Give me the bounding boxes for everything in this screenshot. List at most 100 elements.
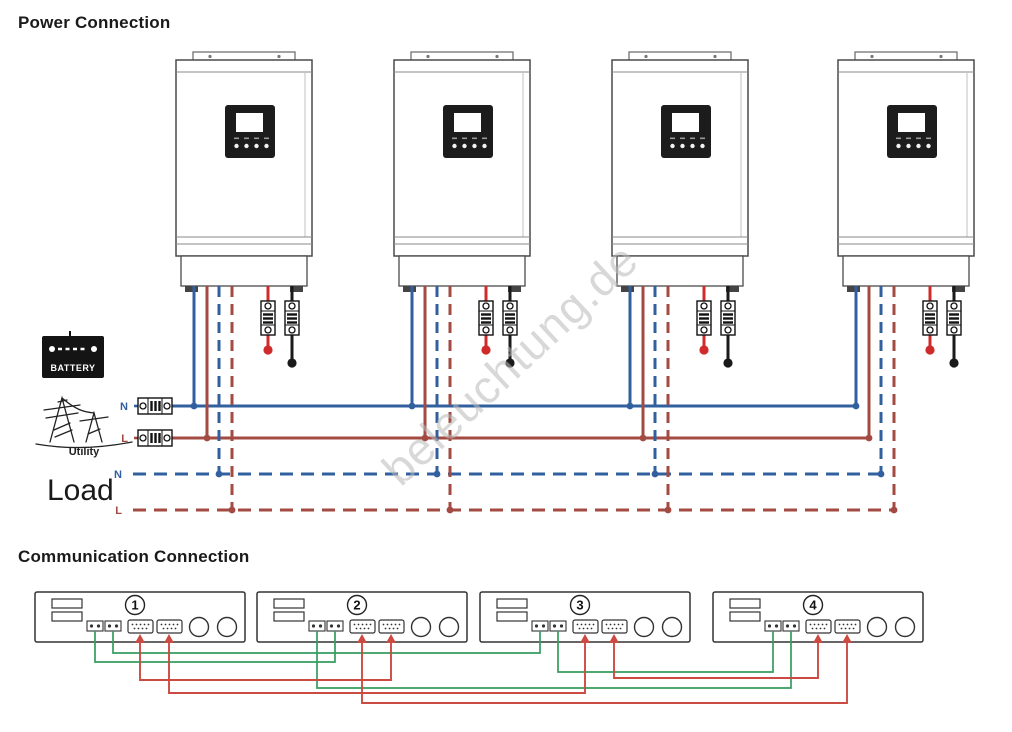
current-sharing-port [782,620,800,632]
inverter-2 [393,51,531,292]
lcd-screen [672,113,699,132]
cable-arrow [842,634,852,643]
cable-arrow [386,634,396,643]
comm-panel-2: 2 [256,591,468,643]
round-connector [661,616,683,638]
inverter-display-2 [443,105,493,158]
inverter-1 [175,51,313,292]
vent-slot [273,611,305,622]
button-label-mark [906,137,911,140]
foot [403,286,416,292]
bracket-screw [939,54,943,59]
junction-dot [865,434,873,442]
communication-cable [613,643,819,679]
bracket-screw [870,54,874,59]
comm-panel-1: 1 [34,591,246,643]
button-label-mark [244,137,249,140]
communication-cable [139,643,392,681]
battery-negative-terminal [505,358,515,368]
junction-dot [639,434,647,442]
current-sharing-port [308,620,326,632]
power-section-title: Power Connection [18,13,171,32]
button-label-mark [452,137,457,140]
comm-cable-green-4 [316,631,792,689]
button-label-mark [482,137,487,140]
vent-slot [729,611,761,622]
cable-arrow [135,634,145,643]
comm-port [349,619,376,634]
button-label-mark [680,137,685,140]
button-label-mark [926,137,931,140]
cable-arrow [609,634,619,643]
vent-slot [51,598,83,609]
comm-port [378,619,405,634]
comm-panel-4: 4 [712,591,924,643]
display-button [462,143,467,149]
foot [185,286,198,292]
display-button [700,143,705,149]
bracket-screw [495,54,499,59]
junction-dot [626,402,634,410]
junction-dot [421,434,429,442]
round-connector [633,616,655,638]
comm-cable-green-3 [557,631,774,673]
junction-dot [651,470,659,478]
utility-label: Utility [69,446,100,458]
panel-number-circle [802,594,824,616]
vent-slot [729,598,761,609]
bracket-screw [713,54,717,59]
foot [508,286,521,292]
bus-label-utility-neutral: N [120,401,128,413]
battery-positive-terminal [481,345,491,355]
display-button [234,143,239,149]
bus-label-load-neutral: N [114,469,122,481]
comm-cable-red-1 [609,634,823,679]
terminal-cover [180,255,308,287]
current-sharing-port [531,620,549,632]
panel-number-circle [569,594,591,616]
vent-slot [273,598,305,609]
display-button [472,143,477,149]
button-label-mark [264,137,269,140]
battery-label: BATTERY [51,363,96,373]
battery-positive-terminal [263,345,273,355]
bracket-screw [208,54,212,59]
button-label-mark [234,137,239,140]
comm-cable-green-2 [94,631,336,663]
junction-dot [228,506,236,514]
battery-negative-terminal [949,358,959,368]
vent-slot [496,611,528,622]
lcd-screen [236,113,263,132]
comm-cable-red-3 [164,634,590,694]
junction-dot [408,402,416,410]
bus-load-neutral: N [114,469,881,481]
bus-load-line: L [115,505,894,517]
button-label-mark [254,137,259,140]
load-label: Load [47,474,114,507]
lcd-screen [454,113,481,132]
current-sharing-port [86,620,104,632]
junction-dot [890,506,898,514]
comm-port [834,619,861,634]
terminal-cover [842,255,970,287]
round-connector [188,616,210,638]
foot [726,286,739,292]
button-label-mark [690,137,695,140]
communication-cable [168,643,586,694]
round-connector [410,616,432,638]
vent-slot [51,611,83,622]
comm-panel-3: 3 [479,591,691,643]
current-sharing-cable [112,631,541,654]
cable-arrow [580,634,590,643]
button-label-mark [462,137,467,140]
inverter-display-3 [661,105,711,158]
display-button [896,143,901,149]
display-button [452,143,457,149]
display-button [906,143,911,149]
battery-positive-terminal [925,345,935,355]
inverter-display-4 [887,105,937,158]
comm-cable-green-1 [112,631,541,654]
display-button [482,143,487,149]
